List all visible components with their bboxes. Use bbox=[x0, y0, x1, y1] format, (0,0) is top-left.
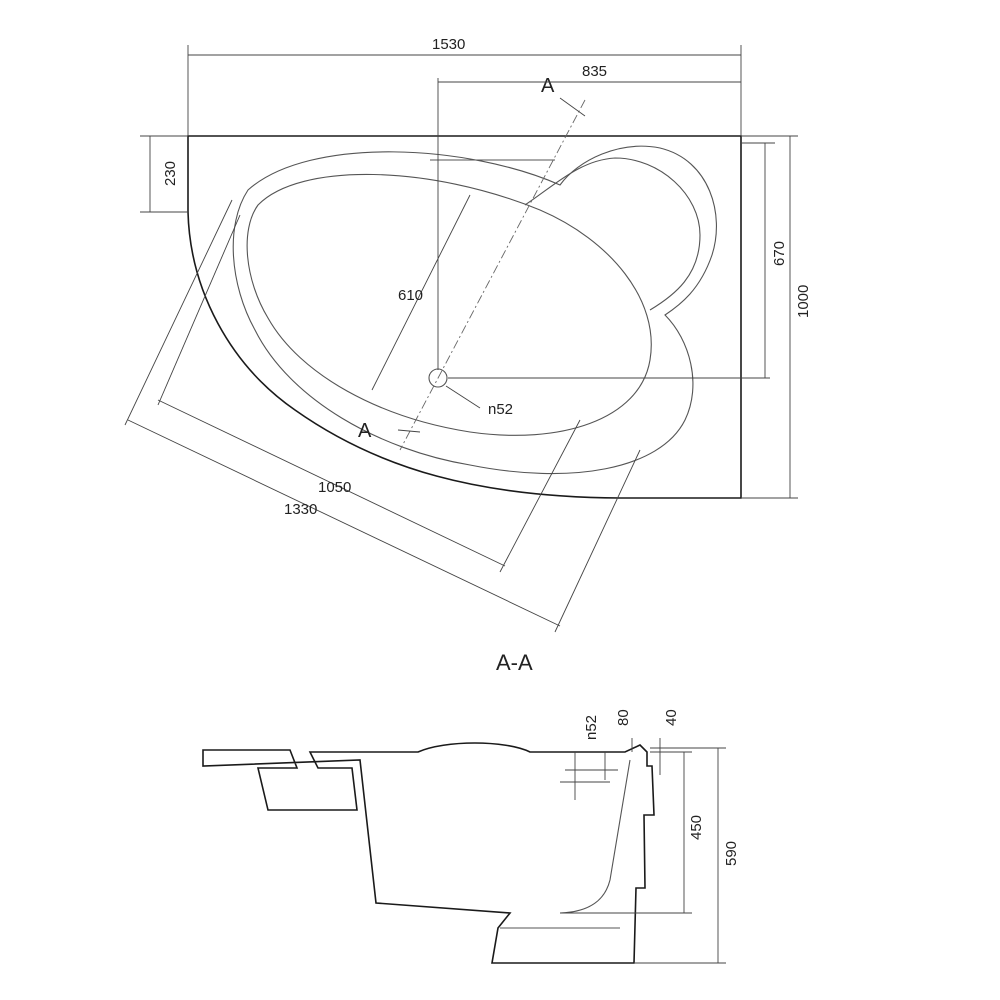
dim-1330-label: 1330 bbox=[284, 501, 317, 518]
dim-590-label: 590 bbox=[723, 841, 740, 866]
tub-rim-contour bbox=[232, 145, 717, 475]
drain-diameter-label: n52 bbox=[488, 401, 513, 418]
dim-610-label: 610 bbox=[398, 287, 423, 304]
plan-view: n52 A A 1530 835 230 670 1000 bbox=[124, 36, 812, 633]
dim-1050-extension-left bbox=[157, 214, 241, 406]
dim-1050-extension-right bbox=[499, 419, 581, 573]
section-profile-outline bbox=[202, 742, 655, 964]
dim-section-n52-label: n52 bbox=[583, 715, 600, 740]
tub-bowl-contour bbox=[246, 173, 652, 436]
dim-section-80-label: 80 bbox=[615, 709, 632, 726]
section-title: A-A bbox=[496, 650, 533, 675]
drain-leader-line bbox=[445, 385, 481, 409]
tub-outer-outline bbox=[187, 135, 742, 499]
section-center-line bbox=[399, 99, 586, 451]
dim-1050-line bbox=[157, 399, 506, 567]
dim-1000-label: 1000 bbox=[795, 285, 812, 318]
dim-1330-line bbox=[127, 419, 561, 627]
section-marker-bottom-arrow bbox=[397, 429, 421, 433]
dim-1330-extension-left bbox=[124, 199, 233, 426]
section-marker-top: A bbox=[541, 75, 555, 97]
tub-headrest-contour bbox=[524, 157, 701, 311]
section-view: A-A n52 80 40 450 590 bbox=[202, 650, 740, 964]
dim-835-label: 835 bbox=[582, 63, 607, 80]
dim-610-line bbox=[371, 194, 471, 391]
dim-1050-label: 1050 bbox=[318, 479, 351, 496]
dim-450-label: 450 bbox=[688, 815, 705, 840]
dim-section-40-label: 40 bbox=[663, 709, 680, 726]
dim-1530-label: 1530 bbox=[432, 36, 465, 53]
section-marker-bottom: A bbox=[358, 420, 372, 442]
dim-1330-extension-right bbox=[554, 449, 641, 633]
section-inner-wall bbox=[559, 759, 631, 914]
section-marker-top-arrow bbox=[559, 97, 586, 117]
dim-230-label: 230 bbox=[162, 161, 179, 186]
dim-670-label: 670 bbox=[771, 241, 788, 266]
